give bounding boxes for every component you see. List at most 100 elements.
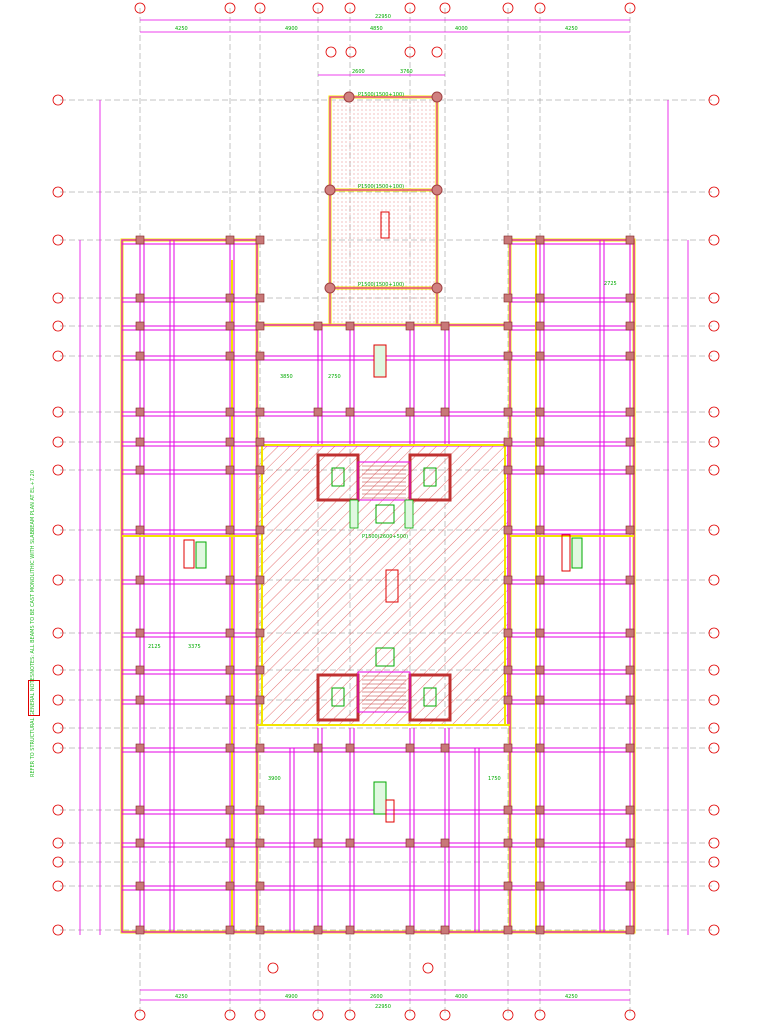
grid-bubble-top (254, 2, 266, 14)
column (135, 575, 145, 585)
column (255, 925, 265, 935)
column (535, 407, 545, 417)
column (313, 407, 323, 417)
column (535, 695, 545, 705)
label-stair-mid: P1500(1500+100) (358, 184, 404, 190)
column (135, 695, 145, 705)
entrance-columns (324, 91, 443, 294)
grid-bubble-left (52, 880, 64, 892)
top-sub-2: 3760 (400, 69, 413, 75)
column (503, 805, 513, 815)
bottom-dimension-line (140, 989, 630, 1001)
column (225, 838, 235, 848)
top-sub-1: 2600 (352, 69, 365, 75)
grid-bubble-left (52, 524, 64, 536)
column (135, 465, 145, 475)
column (625, 525, 635, 535)
column (255, 351, 265, 361)
column (225, 525, 235, 535)
grid-bubble-right (708, 856, 720, 868)
column (225, 665, 235, 675)
column (503, 351, 513, 361)
bot-dim-4: 4000 (455, 994, 468, 1000)
grid-bubble-right (708, 574, 720, 586)
label-r3: 2125 (148, 644, 161, 650)
grid-bubble-left (52, 234, 64, 246)
grid-bubble-left (52, 924, 64, 936)
column (255, 407, 265, 417)
column (255, 743, 265, 753)
grid-bubble-right (708, 694, 720, 706)
column (135, 838, 145, 848)
grid-bubble-left (52, 664, 64, 676)
top-dim-4: 4000 (455, 26, 468, 32)
column (255, 437, 265, 447)
grid-bubble-right (708, 722, 720, 734)
column (135, 407, 145, 417)
column (255, 628, 265, 638)
top-dimension-line (140, 19, 630, 76)
central-hall-hatch (257, 444, 509, 726)
column (625, 881, 635, 891)
column (405, 321, 415, 331)
grid-bubble-top (344, 2, 356, 14)
label-r4: 3375 (188, 644, 201, 650)
column (405, 743, 415, 753)
label-stair-top: P1500(1500+100) (358, 92, 404, 98)
grid-bubble-extra (267, 962, 279, 974)
bot-dim-2: 4900 (285, 994, 298, 1000)
column (135, 743, 145, 753)
top-dim-3: 4850 (370, 26, 383, 32)
grid-bubble-bottom (502, 1009, 514, 1021)
grid-bubble-bottom (134, 1009, 146, 1021)
bot-dim-3: 2600 (370, 994, 383, 1000)
grid-bubble-left (52, 186, 64, 198)
grid-bubble-right (708, 880, 720, 892)
grid-bubble-right (708, 464, 720, 476)
grid-bubble-left (52, 574, 64, 586)
column (625, 695, 635, 705)
column (625, 575, 635, 585)
grid-bubble-right (708, 742, 720, 754)
column (135, 437, 145, 447)
column (135, 881, 145, 891)
column (535, 665, 545, 675)
column (535, 525, 545, 535)
room-tags (183, 344, 583, 823)
column (503, 293, 513, 303)
column (225, 437, 235, 447)
column (135, 925, 145, 935)
top-dim-1: 4250 (175, 26, 188, 32)
column (405, 838, 415, 848)
column (225, 465, 235, 475)
stair-treads (362, 465, 406, 709)
column (440, 838, 450, 848)
grid-bubble-right (708, 320, 720, 332)
top-dim-2: 4900 (285, 26, 298, 32)
column (313, 743, 323, 753)
column (625, 805, 635, 815)
grid-bubble-right (708, 627, 720, 639)
column (503, 321, 513, 331)
column (405, 407, 415, 417)
column (345, 321, 355, 331)
interior-walls (122, 240, 634, 932)
column (535, 628, 545, 638)
column (625, 235, 635, 245)
column (625, 628, 635, 638)
grid-bubble-bottom (534, 1009, 546, 1021)
top-dim-5: 4250 (565, 26, 578, 32)
column (440, 407, 450, 417)
grid-bubble-top (534, 2, 546, 14)
column (535, 235, 545, 245)
column (535, 293, 545, 303)
grid-bubble-right (708, 406, 720, 418)
grid-bubble-left (52, 856, 64, 868)
column (135, 628, 145, 638)
bottom-dims-text: 4250 4900 2600 4000 4250 22950 (175, 994, 578, 1010)
column (625, 743, 635, 753)
label-r2: 2750 (328, 374, 341, 380)
column (135, 351, 145, 361)
grid-bubbles (52, 2, 720, 1021)
